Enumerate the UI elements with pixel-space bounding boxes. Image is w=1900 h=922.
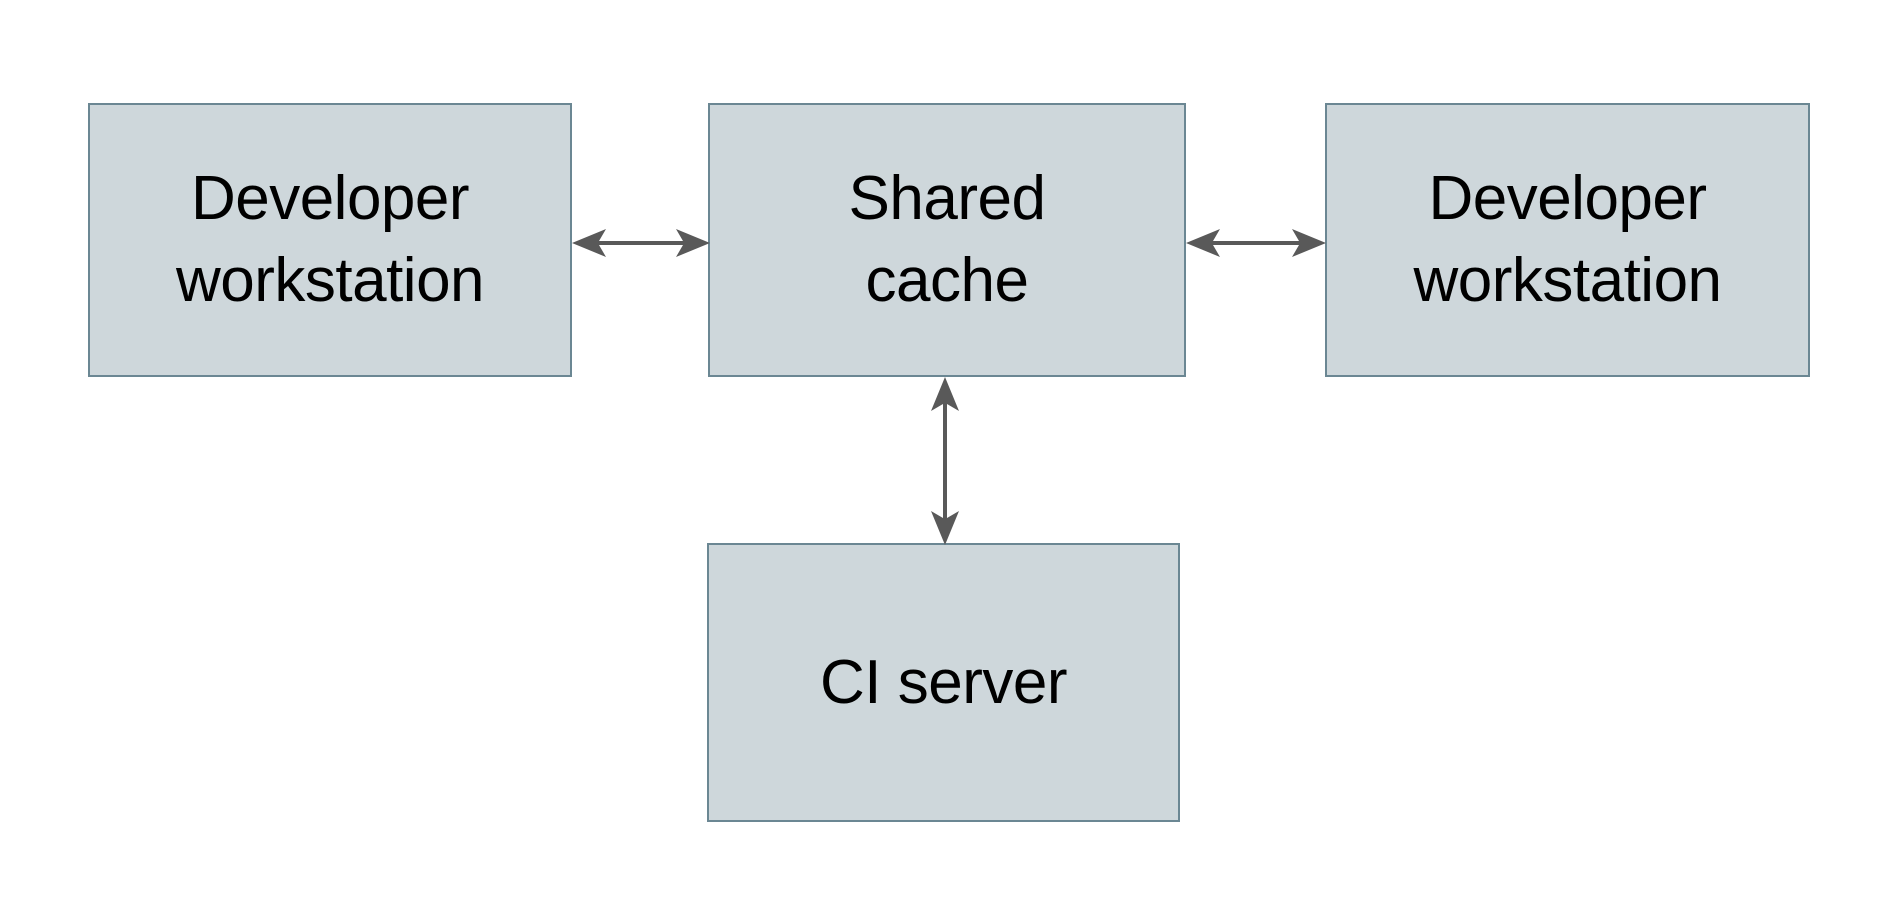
node-label-developer-workstation-left: Developer workstation bbox=[175, 164, 485, 315]
node-shared-cache[interactable]: Shared cache bbox=[708, 103, 1186, 377]
node-label-ci-server: CI server bbox=[820, 647, 1067, 717]
node-ci-server[interactable]: CI server bbox=[707, 543, 1180, 822]
node-developer-workstation-left[interactable]: Developer workstation bbox=[88, 103, 572, 377]
edge-shared-cache-to-ci-server-double-arrow-icon bbox=[931, 377, 959, 545]
edge-shared-cache-to-developer-workstation-right-double-arrow-icon bbox=[1186, 229, 1326, 257]
edge-developer-workstation-left-to-shared-cache-double-arrow-icon bbox=[572, 229, 710, 257]
node-label-developer-workstation-right: Developer workstation bbox=[1413, 164, 1722, 315]
node-developer-workstation-right[interactable]: Developer workstation bbox=[1325, 103, 1810, 377]
node-label-shared-cache: Shared cache bbox=[848, 164, 1046, 315]
